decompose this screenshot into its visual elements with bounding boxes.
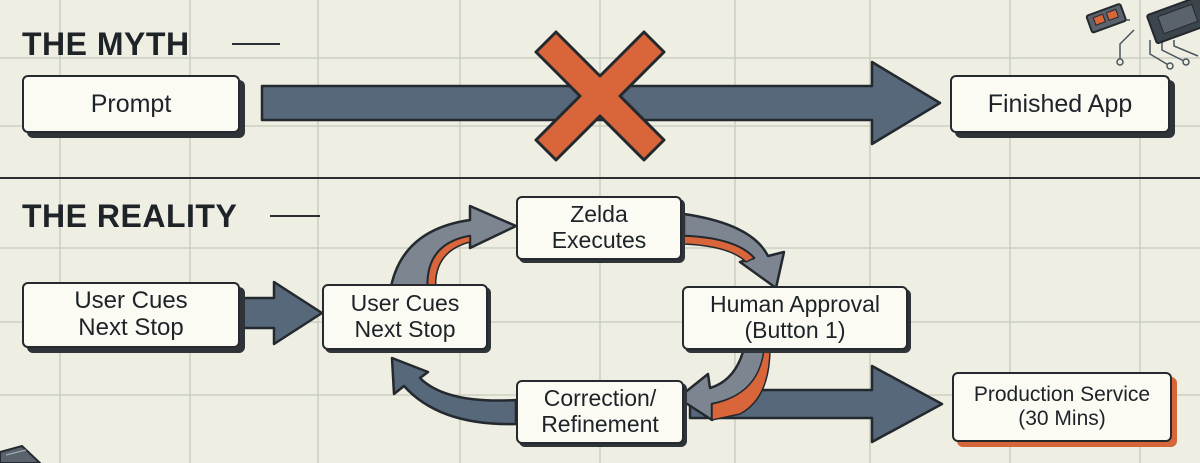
zelda-line-1: Zelda <box>570 201 628 228</box>
approval-line-2: (Button 1) <box>744 317 846 343</box>
cycle-arrow-to-approval <box>682 212 786 290</box>
approval-line-1: Human Approval <box>709 291 881 318</box>
finished-app-label: Finished App <box>987 90 1133 118</box>
user-cues-start-line-2: Next Stop <box>78 314 184 341</box>
myth-title: THE MYTH <box>22 26 190 62</box>
cycle-arrow-to-user-cues <box>390 356 518 426</box>
zelda-line-2: Executes <box>551 227 647 253</box>
prompt-box: Prompt <box>22 75 240 133</box>
correction-line-1: Correction/ <box>543 385 657 412</box>
myth-arrow <box>260 60 942 146</box>
production-line-1: Production Service <box>973 383 1151 407</box>
reality-title: THE REALITY <box>22 198 238 234</box>
production-line-2: (30 Mins) <box>1018 407 1106 430</box>
prompt-label: Prompt <box>90 90 172 118</box>
user-cues-start-line-1: User Cues <box>74 287 188 315</box>
production-service-box: Production Service (30 Mins) <box>952 372 1172 442</box>
user-cues-loop-line-1: User Cues <box>350 290 460 317</box>
user-cues-loop-line-2: Next Stop <box>354 316 456 342</box>
human-approval-box: Human Approval (Button 1) <box>682 286 908 350</box>
correction-line-2: Refinement <box>541 411 659 437</box>
user-cues-loop-box: User Cues Next Stop <box>322 284 488 350</box>
zelda-executes-box: Zelda Executes <box>516 196 682 260</box>
cycle-arrow-to-zelda <box>388 204 518 294</box>
entry-arrow <box>240 280 324 346</box>
correction-refinement-box: Correction/ Refinement <box>516 380 684 444</box>
finished-app-box: Finished App <box>950 75 1170 133</box>
user-cues-start-box: User Cues Next Stop <box>22 282 240 348</box>
